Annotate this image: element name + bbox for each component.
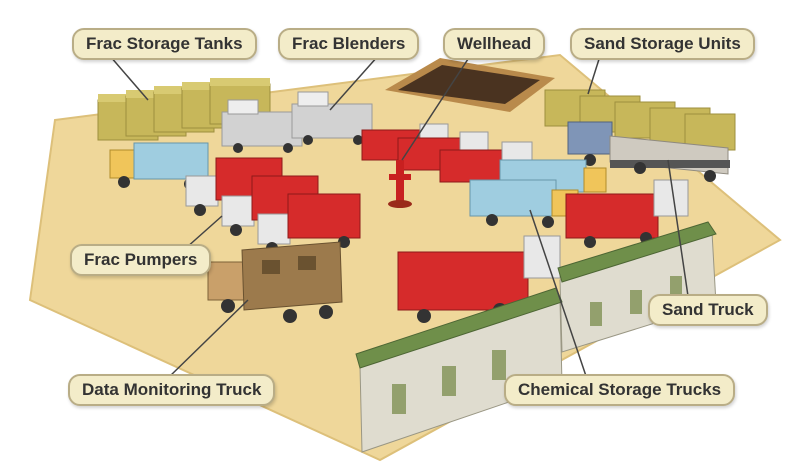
label-sand-storage-units: Sand Storage Units xyxy=(570,28,755,60)
label-sand-truck: Sand Truck xyxy=(648,294,768,326)
label-chemical-storage-trucks: Chemical Storage Trucks xyxy=(504,374,735,406)
label-frac-storage-tanks: Frac Storage Tanks xyxy=(72,28,257,60)
label-wellhead: Wellhead xyxy=(443,28,545,60)
label-data-monitoring-truck: Data Monitoring Truck xyxy=(68,374,275,406)
label-frac-blenders: Frac Blenders xyxy=(278,28,419,60)
label-frac-pumpers: Frac Pumpers xyxy=(70,244,211,276)
